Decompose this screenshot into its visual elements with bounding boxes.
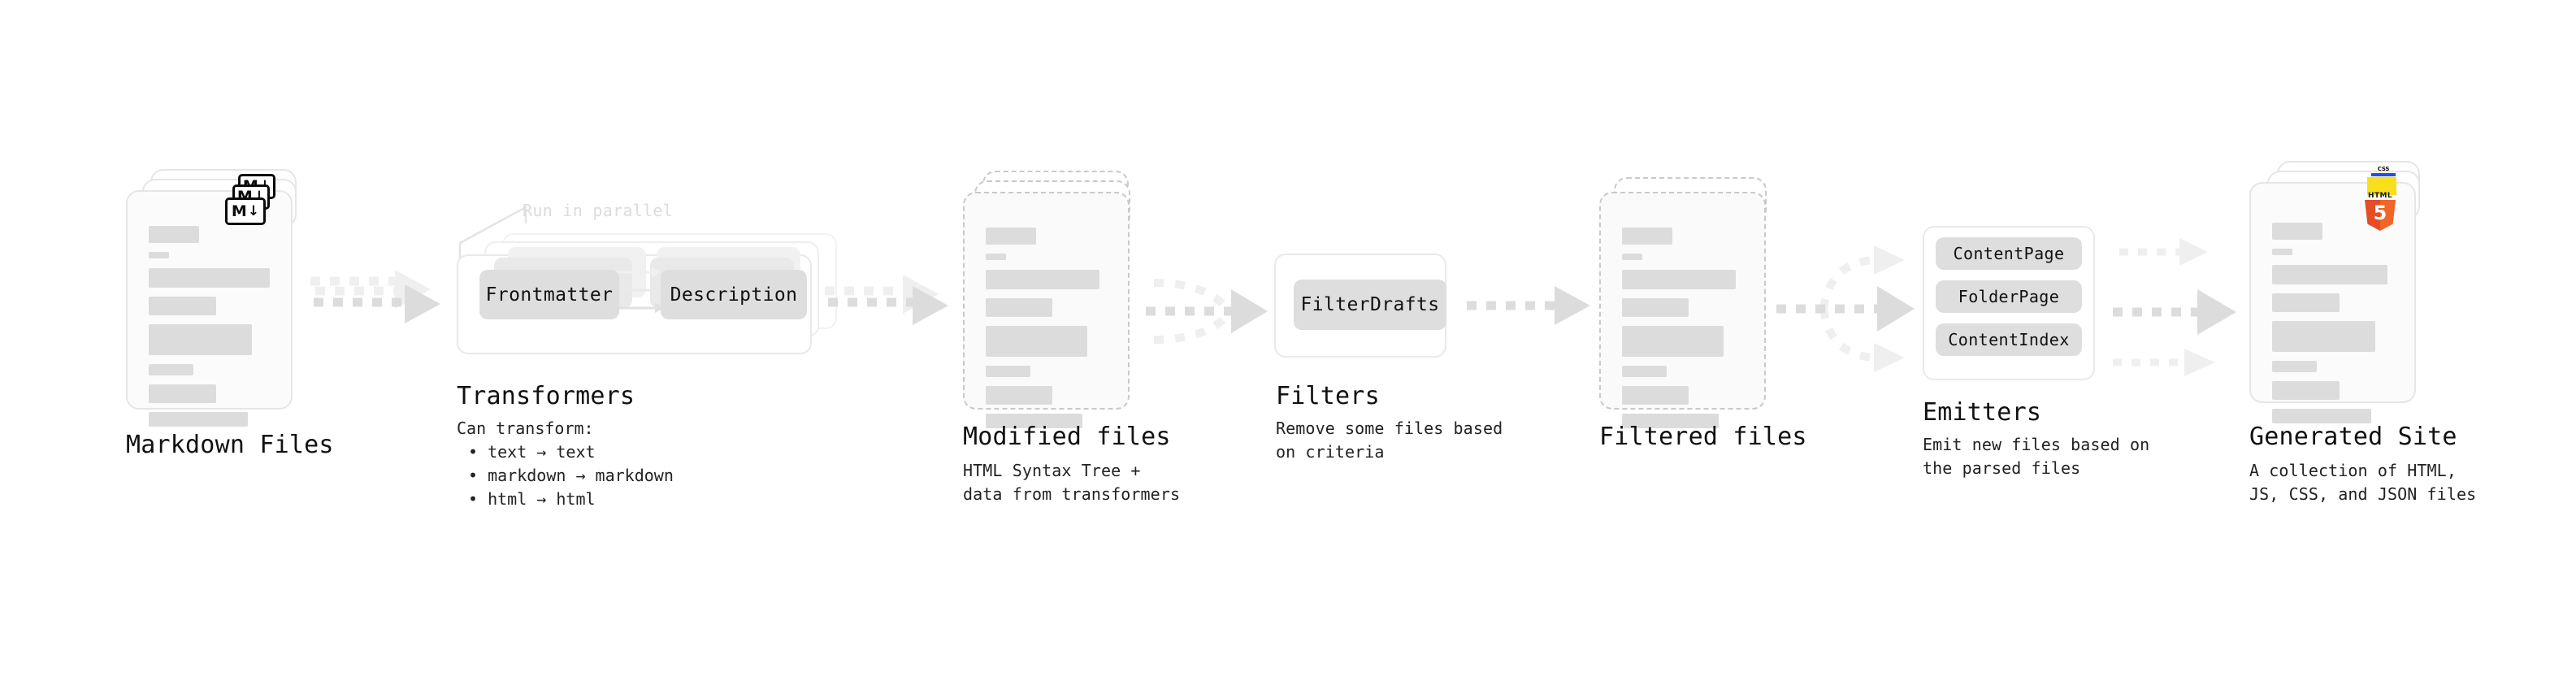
card-sheet-front — [126, 190, 293, 427]
modified-card-sheet-front — [963, 192, 1130, 428]
markdown-icon-m: M — [231, 202, 247, 220]
arrow-filters-to-filtered — [1467, 286, 1590, 325]
html5-icon-digit: 5 — [2373, 202, 2387, 224]
site-card-content-bars — [2272, 223, 2393, 432]
css-icon: CSS — [2371, 165, 2396, 176]
filtered-card-content-bars — [1622, 228, 1743, 437]
generated-site-title: Generated Site — [2249, 423, 2457, 451]
arrow-emitters-to-site — [2113, 238, 2236, 376]
transformers-bullets: Can transform: • text → text • markdown … — [457, 417, 674, 511]
css-icon-underline — [2371, 173, 2396, 176]
html5-icon: HTML 5 — [2363, 192, 2397, 231]
filters-title: Filters — [1276, 382, 1380, 410]
run-in-parallel-label: Run in parallel — [523, 201, 674, 220]
transformer-pill-frontmatter-label: Frontmatter — [485, 284, 614, 306]
modified-files-card-stack — [963, 169, 1138, 428]
transformer-pill-description-label: Description — [670, 284, 798, 306]
modified-card-content-bars — [986, 228, 1107, 437]
emitters-pill-contentindex[interactable]: ContentIndex — [1936, 323, 2082, 356]
emitters-pill-folderpage-label: FolderPage — [1958, 287, 2060, 306]
arrow-transformers-to-modified — [825, 275, 948, 325]
transformers-title: Transformers — [457, 382, 635, 410]
emitters-pill-contentpage-label: ContentPage — [1953, 244, 2065, 263]
transformer-pill-description[interactable]: Description — [661, 270, 807, 319]
markdown-icon: M↓ — [225, 197, 266, 225]
generated-site-card-stack: CSS HTML 5 — [2249, 161, 2424, 423]
filtered-files-card-stack — [1599, 169, 1774, 428]
js-icon — [2367, 177, 2396, 195]
emitters-pill-contentpage[interactable]: ContentPage — [1936, 237, 2082, 270]
run-in-parallel-bracket — [458, 205, 527, 258]
emitters-pill-contentindex-label: ContentIndex — [1948, 330, 2070, 349]
site-card-sheet-front — [2249, 182, 2416, 423]
transformers-bullet-1: • markdown → markdown — [468, 466, 674, 485]
filters-desc: Remove some files based on criteria — [1276, 419, 1503, 462]
html5-icon-shield: 5 — [2365, 200, 2396, 231]
transformers-bullet-0: • text → text — [468, 442, 596, 462]
filters-pill-filterdrafts[interactable]: FilterDrafts — [1294, 280, 1446, 330]
markdown-icon-arrow: ↓ — [247, 202, 260, 219]
filters-pill-filterdrafts-label: FilterDrafts — [1300, 294, 1440, 315]
transformer-pill-frontmatter[interactable]: Frontmatter — [479, 270, 619, 319]
emitters-desc: Emit new files based on the parsed files — [1923, 435, 2150, 478]
markdown-files-title: Markdown Files — [126, 431, 334, 459]
transformers-bullets-intro: Can transform: — [457, 419, 594, 438]
transformer-internal-arrows — [611, 267, 665, 313]
arrow-modified-to-filters — [1146, 279, 1268, 344]
arrow-filtered-to-emitters — [1776, 245, 1915, 372]
generated-site-desc: A collection of HTML, JS, CSS, and JSON … — [2249, 461, 2477, 504]
filtered-card-sheet-front — [1599, 192, 1766, 428]
card-content-bars — [149, 226, 270, 436]
css-icon-label: CSS — [2377, 166, 2390, 172]
transformers-bullet-2: • html → html — [468, 489, 596, 509]
modified-files-title: Modified files — [963, 423, 1171, 451]
arrow-markdown-to-transformers — [310, 270, 440, 323]
modified-files-desc: HTML Syntax Tree + data from transformer… — [963, 461, 1181, 504]
emitters-title: Emitters — [1923, 398, 2042, 427]
filtered-files-title: Filtered files — [1599, 423, 1807, 451]
emitters-pill-folderpage[interactable]: FolderPage — [1936, 280, 2082, 313]
markdown-files-card-stack: M↓ M↓ M↓ — [126, 169, 301, 427]
html5-icon-label: HTML — [2368, 192, 2392, 200]
